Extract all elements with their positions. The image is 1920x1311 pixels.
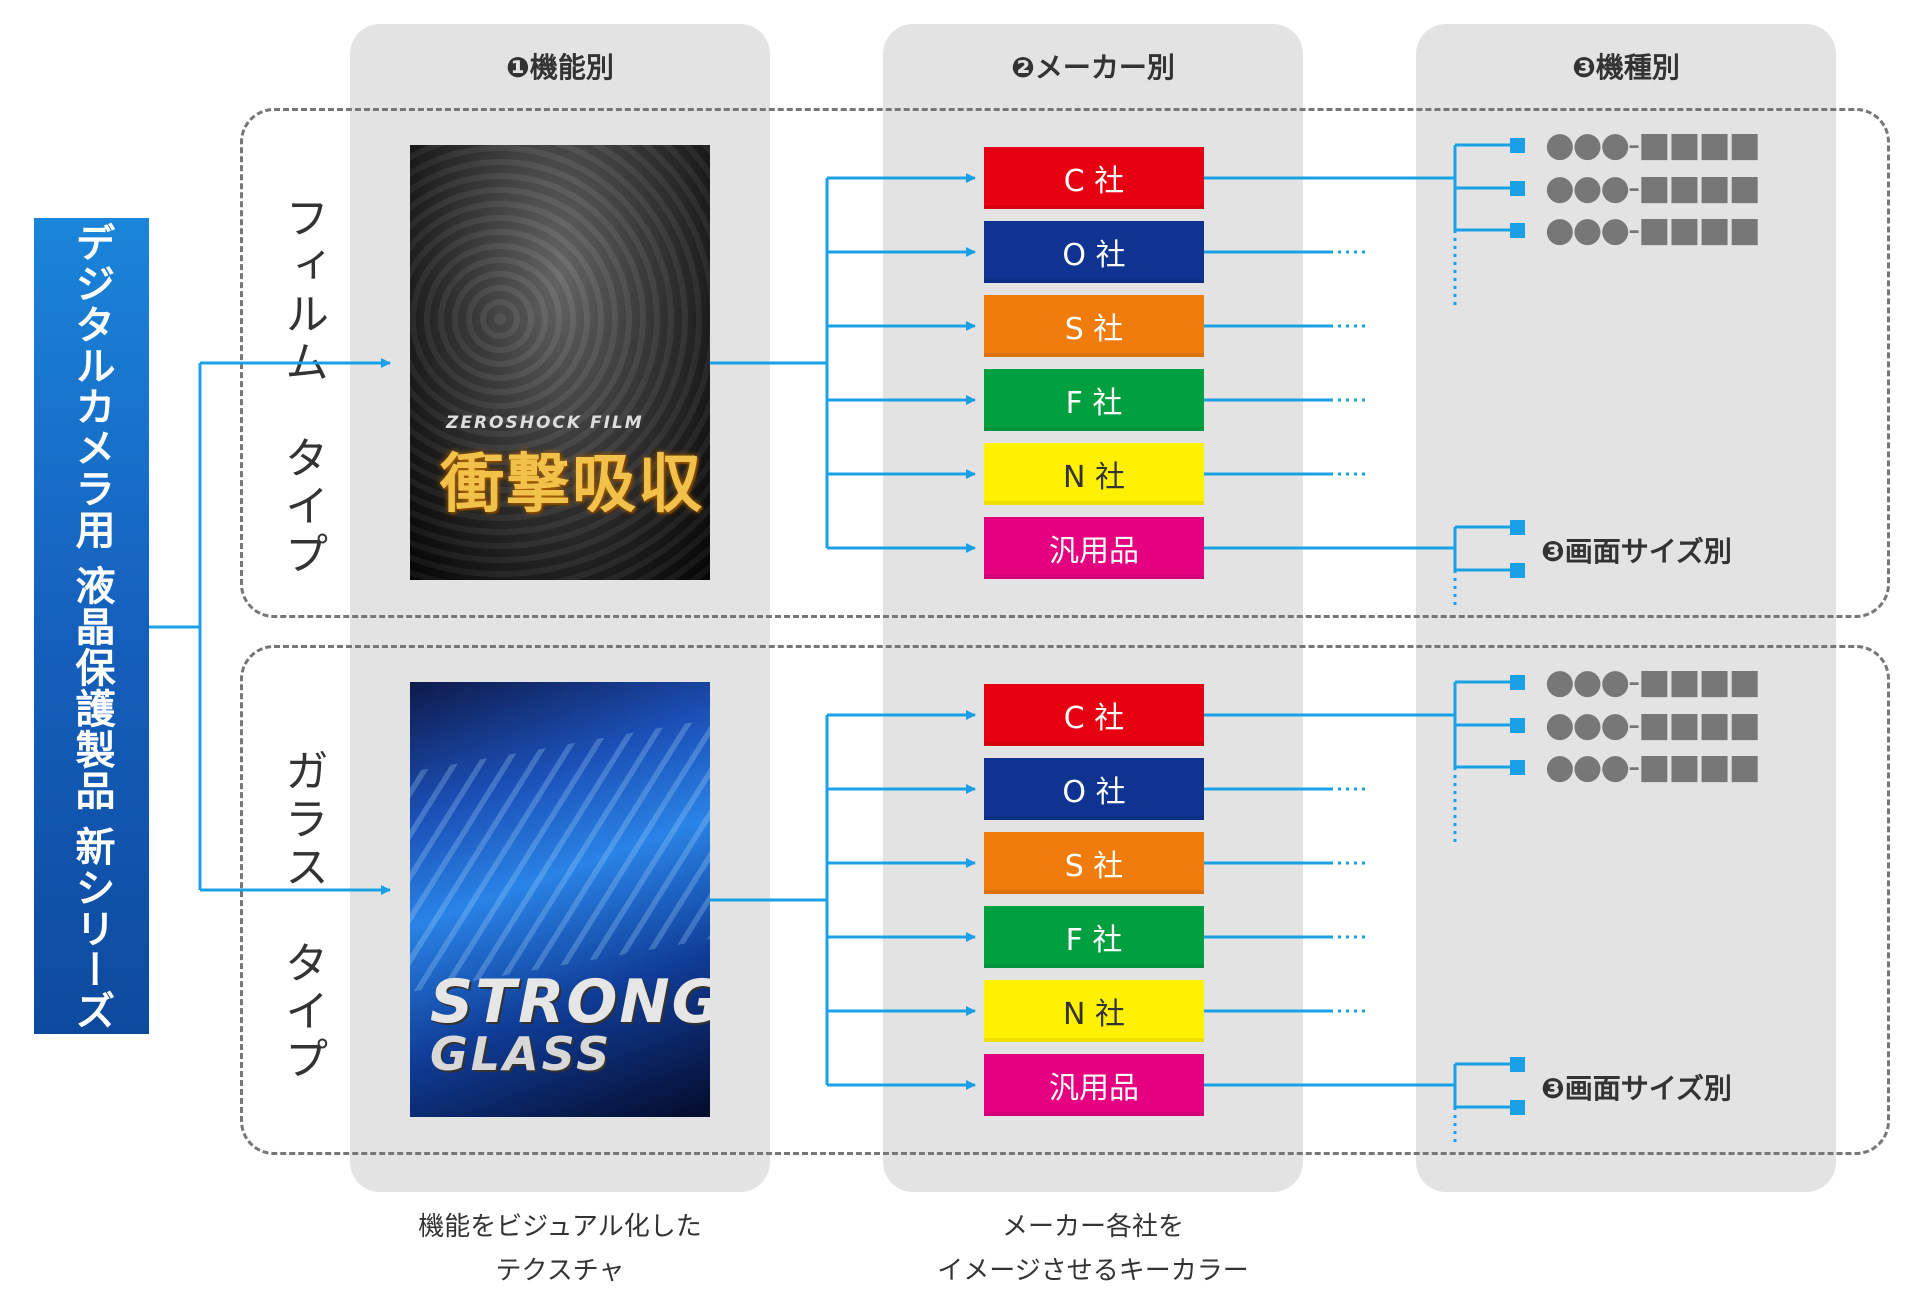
model-item: ●●●-■■■■ xyxy=(1545,662,1761,702)
texture-glass-title: STRONG xyxy=(430,967,710,1037)
maker-generic-glass: 汎用品 xyxy=(984,1054,1204,1116)
texture-glass: STRONG GLASS xyxy=(410,682,710,1117)
column-model xyxy=(1416,24,1836,1192)
texture-film-subtitle: ZEROSHOCK FILM xyxy=(446,413,644,433)
column-heading-function: ❶機能別 xyxy=(506,51,614,84)
maker-c-film: C 社 xyxy=(984,147,1204,209)
root-label: デジタルカメラ用 液晶保護製品 新シリーズ xyxy=(68,221,115,1031)
caption-color: メーカー各社を イメージさせるキーカラー xyxy=(883,1205,1303,1293)
model-item: ●●●-■■■■ xyxy=(1545,168,1761,208)
model-item: ●●●-■■■■ xyxy=(1545,125,1761,165)
maker-generic-film: 汎用品 xyxy=(984,517,1204,579)
texture-glass-subtitle: GLASS xyxy=(430,1027,613,1081)
texture-film-title: 衝撃吸収 xyxy=(440,448,704,522)
maker-s-film: S 社 xyxy=(984,295,1204,357)
type-label-glass: ガラス タイプ xyxy=(277,748,328,1084)
maker-f-glass: F 社 xyxy=(984,906,1204,968)
size-label-glass: ❸画面サイズ別 xyxy=(1541,1072,1732,1105)
maker-c-glass: C 社 xyxy=(984,684,1204,746)
root-node: デジタルカメラ用 液晶保護製品 新シリーズ xyxy=(34,218,149,1034)
caption-texture: 機能をビジュアル化した テクスチャ xyxy=(350,1205,770,1293)
model-item: ●●●-■■■■ xyxy=(1545,747,1761,787)
column-heading-model: ❸機種別 xyxy=(1572,51,1680,84)
maker-n-film: N 社 xyxy=(984,443,1204,505)
maker-f-film: F 社 xyxy=(984,369,1204,431)
caption-texture-line1: 機能をビジュアル化した xyxy=(418,1212,702,1242)
model-item: ●●●-■■■■ xyxy=(1545,210,1761,250)
maker-o-glass: O 社 xyxy=(984,758,1204,820)
size-label-film: ❸画面サイズ別 xyxy=(1541,535,1732,568)
caption-color-line1: メーカー各社を xyxy=(1001,1212,1184,1242)
type-label-film: フィルム タイプ xyxy=(277,195,328,579)
maker-s-glass: S 社 xyxy=(984,832,1204,894)
maker-n-glass: N 社 xyxy=(984,980,1204,1042)
caption-texture-line2: テクスチャ xyxy=(495,1256,625,1286)
column-heading-maker: ❷メーカー別 xyxy=(1011,51,1175,84)
group-box-glass xyxy=(240,645,1890,1155)
caption-color-line2: イメージさせるキーカラー xyxy=(937,1256,1249,1286)
maker-o-film: O 社 xyxy=(984,221,1204,283)
model-item: ●●●-■■■■ xyxy=(1545,705,1761,745)
texture-film: ZEROSHOCK FILM 衝撃吸収 xyxy=(410,145,710,580)
